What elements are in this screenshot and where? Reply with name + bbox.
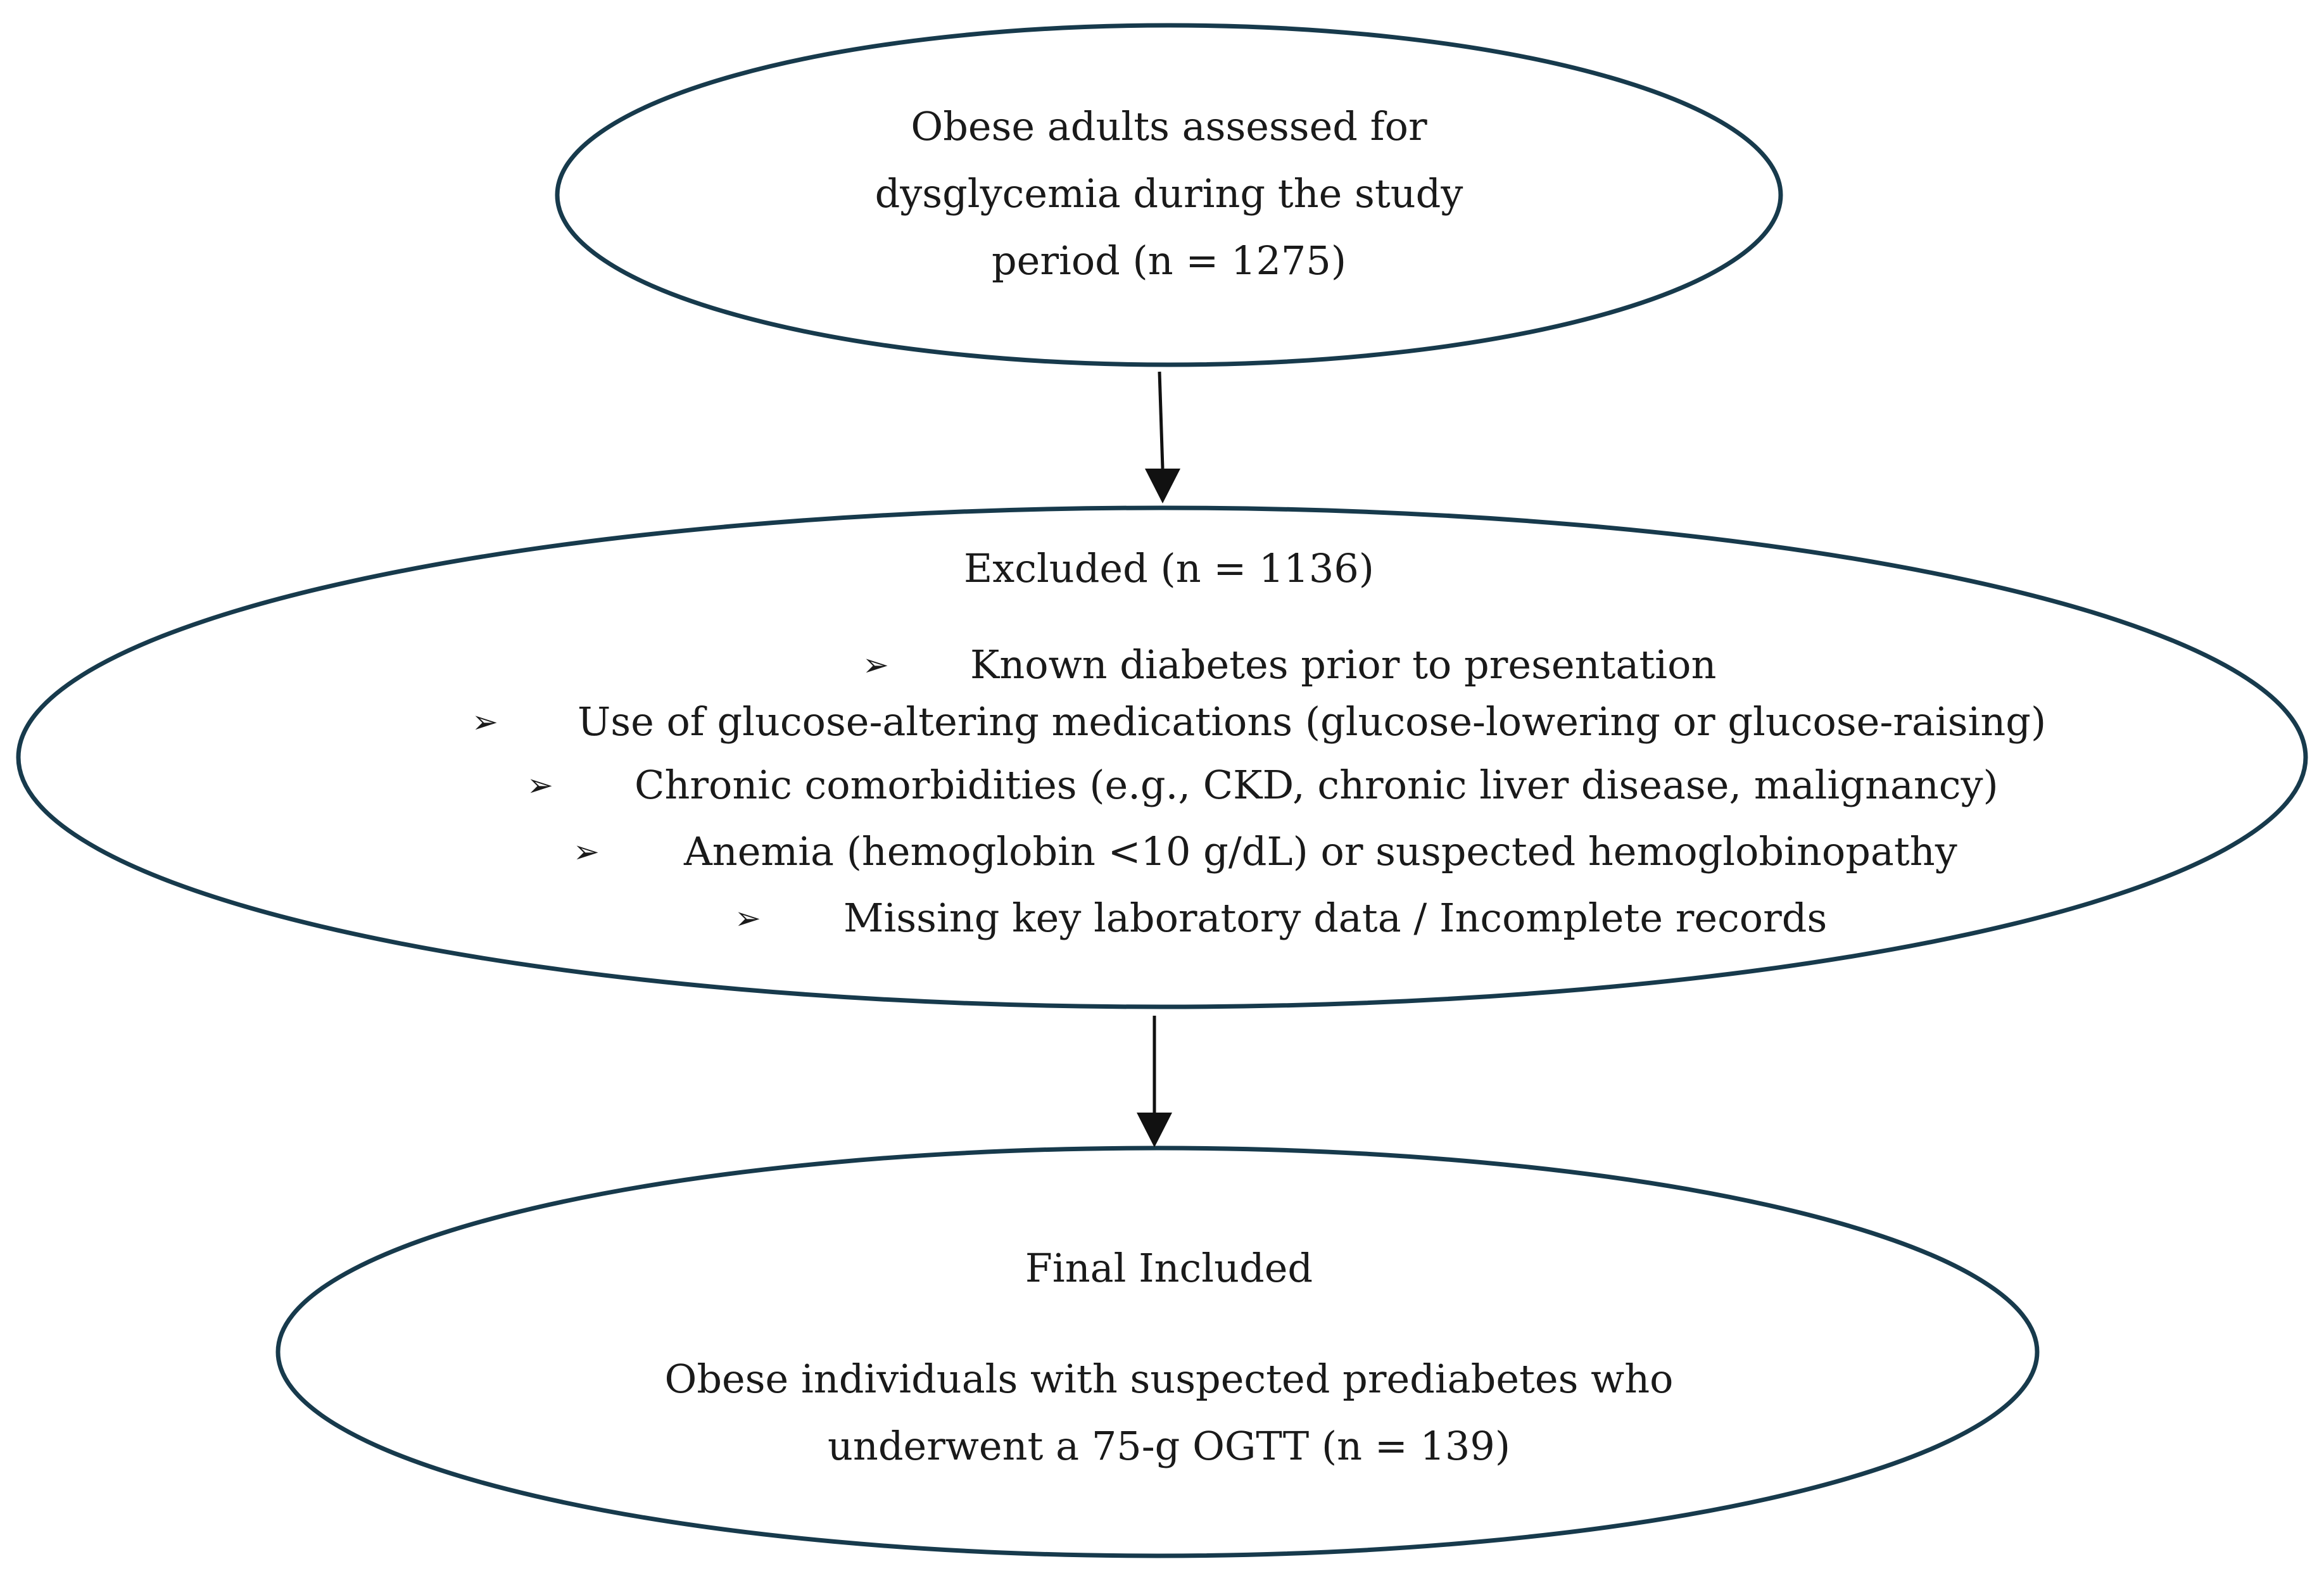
- included-text: Obese individuals with suspected prediab…: [504, 1346, 1834, 1480]
- assessed-text: Obese adults assessed for dysglycemia du…: [726, 93, 1612, 294]
- arrow-2-head: [1137, 1113, 1172, 1147]
- bullet-arrow-icon: ➢: [735, 900, 761, 937]
- included-line: Obese individuals with suspected prediab…: [664, 1356, 1674, 1402]
- exclusion-reason-text: Chronic comorbidities (e.g., CKD, chroni…: [635, 762, 1999, 808]
- assessed-ellipse: [555, 23, 1783, 367]
- assessed-line: dysglycemia during the study: [875, 170, 1463, 217]
- exclusion-reason-text: Missing key laboratory data / Incomplete…: [843, 895, 1828, 941]
- assessed-line: Obese adults assessed for: [911, 103, 1427, 149]
- exclusion-reason-text: Anemia (hemoglobin <10 g/dL) or suspecte…: [684, 828, 1957, 874]
- exclusion-reason-text: Known diabetes prior to presentation: [970, 641, 1717, 688]
- included-line: underwent a 75-g OGTT (n = 139): [827, 1423, 1511, 1469]
- included-ellipse: [275, 1146, 2040, 1558]
- assessed-line: period (n = 1275): [991, 237, 1347, 284]
- bullet-arrow-icon: ➢: [573, 833, 600, 870]
- exclusion-reason-text: Use of glucose-altering medications (glu…: [578, 698, 2047, 745]
- excluded-title: Excluded (n = 1136): [964, 545, 1374, 591]
- arrow-1-line: [1158, 371, 1165, 469]
- excluded-ellipse: [16, 505, 2308, 1009]
- included-title: Final Included: [1025, 1245, 1313, 1291]
- bullet-arrow-icon: ➢: [527, 767, 553, 804]
- bullet-arrow-icon: ➢: [472, 704, 498, 740]
- arrow-1-head: [1145, 469, 1180, 503]
- bullet-arrow-icon: ➢: [862, 647, 889, 683]
